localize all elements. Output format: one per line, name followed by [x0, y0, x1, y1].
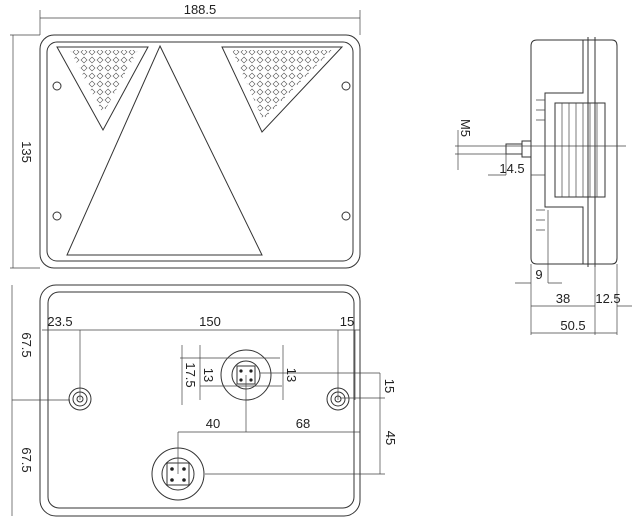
rear-outline — [39, 284, 361, 517]
warning-triangle — [66, 44, 263, 256]
side-view: M5 14.5 9 38 12.5 50.5 — [455, 37, 632, 335]
connector-outer-dimension: 17.5 — [183, 362, 198, 387]
connector-spacing-dimension: 40 — [206, 416, 220, 431]
rear-view: 67.5 67.5 23.5 150 15 17.5 13 13 15 40 6… — [11, 284, 398, 517]
connector-vertical-offset-dimension: 15 — [382, 379, 397, 393]
mount-stud-right — [326, 387, 350, 411]
upper-half-dimension: 67.5 — [19, 332, 34, 357]
lower-half-dimension: 67.5 — [19, 447, 34, 472]
connector-drop-dimension: 45 — [383, 431, 398, 445]
right-triangle — [221, 46, 344, 133]
lamp-module — [554, 102, 606, 198]
thread-dimension: M5 — [458, 119, 473, 137]
front-view: 188.5 135 — [10, 2, 361, 269]
left-triangle — [56, 46, 149, 132]
mount-hole — [341, 211, 351, 221]
connector-inner-left-dimension: 13 — [201, 368, 216, 382]
right-offset-dimension: 15 — [340, 314, 354, 329]
mount-hole — [52, 211, 62, 221]
mount-hole — [52, 81, 62, 91]
left-offset-dimension: 23.5 — [47, 314, 72, 329]
flange-dimension: 9 — [535, 267, 542, 282]
reflector-area — [46, 41, 354, 262]
height-dimension: 135 — [19, 141, 34, 163]
depth-dimension: 50.5 — [560, 318, 585, 333]
connector-inner-right-dimension: 13 — [284, 368, 299, 382]
housing-back — [530, 39, 584, 265]
mounting-stud — [505, 143, 523, 155]
hole-spacing-dimension: 150 — [199, 314, 221, 329]
lens-dimension: 12.5 — [595, 291, 620, 306]
connector-right-dimension: 68 — [296, 416, 310, 431]
front-outline — [39, 34, 361, 269]
stud-dimension: 14.5 — [499, 161, 524, 176]
mount-stud-left — [68, 387, 92, 411]
housing-front — [583, 39, 618, 265]
mount-hole — [341, 81, 351, 91]
width-dimension: 188.5 — [184, 2, 217, 17]
body-dimension: 38 — [556, 291, 570, 306]
